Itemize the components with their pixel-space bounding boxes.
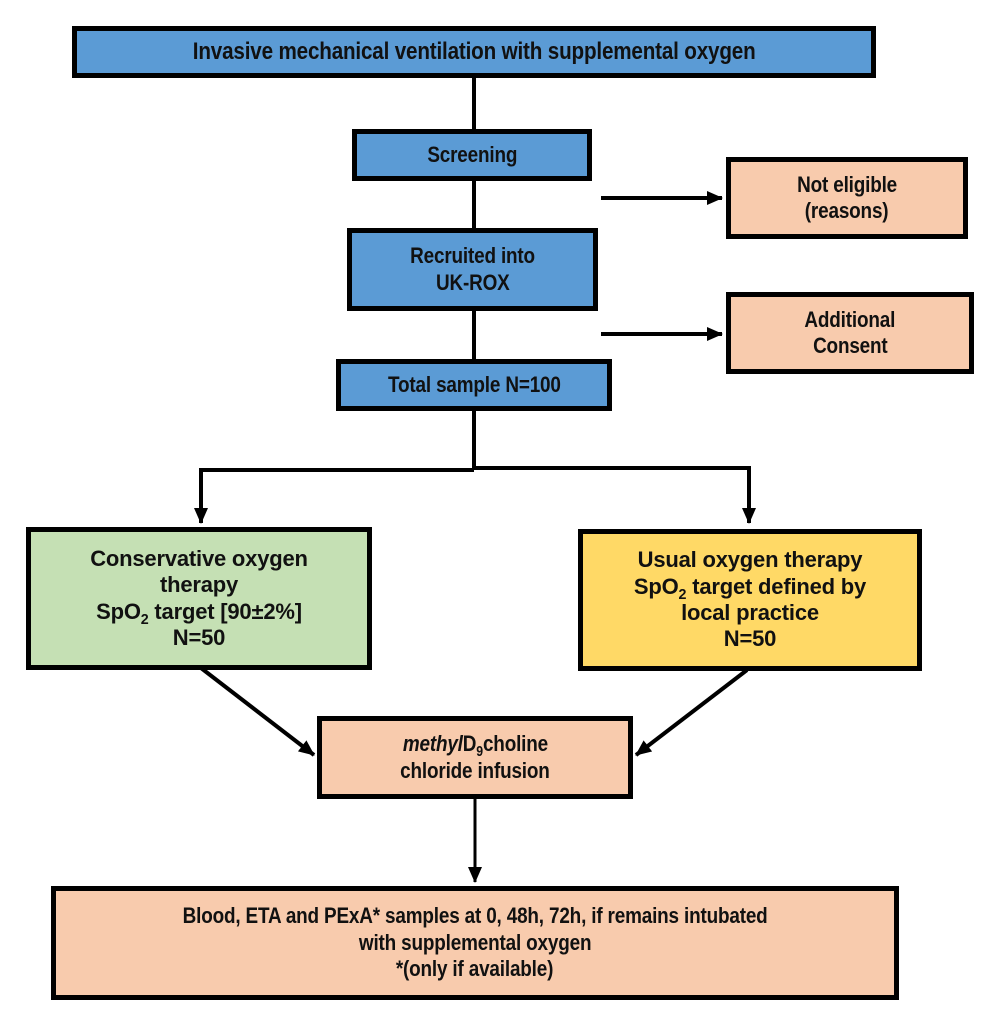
edge-conservative-infusion	[199, 666, 316, 757]
d9-subscript: 9	[475, 744, 483, 761]
spo2-target-text: target [90±2%]	[148, 598, 302, 624]
node-not-eligible: Not eligible (reasons)	[726, 157, 968, 239]
node-total-sample: Total sample N=100	[336, 359, 612, 411]
node-infusion-line2: chloride infusion	[400, 757, 550, 783]
node-samples-line3: *(only if available)	[396, 956, 554, 982]
node-consent-line2: Consent	[812, 333, 888, 358]
spo2-subscript: 2	[678, 586, 687, 603]
node-conservative-line2: therapy	[159, 572, 239, 598]
node-not-eligible-line1: Not eligible	[797, 171, 897, 197]
edge-total-conservative	[194, 468, 474, 524]
node-conservative-therapy: Conservative oxygen therapy SpO2 target …	[26, 527, 372, 670]
node-samples-line1: Blood, ETA and PExA* samples at 0, 48h, …	[182, 903, 768, 929]
edge-usual-infusion	[634, 668, 749, 757]
spo2-target-text: target defined by	[686, 573, 867, 599]
node-infusion-line1: methylD9choline	[402, 731, 548, 761]
node-consent-line1: Additional	[804, 306, 896, 332]
node-total-sample-text: Total sample N=100	[387, 371, 561, 397]
node-samples-line2: with supplemental oxygen	[358, 929, 592, 955]
d-label: D	[462, 731, 476, 757]
node-consent: Additional Consent	[726, 292, 974, 374]
node-usual-line4: N=50	[723, 626, 777, 652]
node-usual-therapy: Usual oxygen therapy SpO2 target defined…	[578, 529, 922, 671]
node-ventilation-text: Invasive mechanical ventilation with sup…	[192, 37, 756, 65]
node-conservative-line3: SpO2 target [90±2%]	[96, 598, 302, 628]
node-samples: Blood, ETA and PExA* samples at 0, 48h, …	[51, 886, 899, 1000]
node-usual-line1: Usual oxygen therapy	[637, 547, 863, 573]
node-not-eligible-line2: (reasons)	[805, 198, 889, 223]
methyl-italic: methyl	[402, 731, 463, 757]
node-conservative-line1: Conservative oxygen	[90, 545, 308, 571]
node-screening: Screening	[352, 129, 592, 181]
node-infusion: methylD9choline chloride infusion	[317, 716, 633, 799]
node-ventilation: Invasive mechanical ventilation with sup…	[72, 26, 876, 78]
spo2-subscript: 2	[140, 611, 149, 628]
spo2-label: SpO	[96, 598, 141, 624]
node-recruited-line1: Recruited into	[410, 243, 535, 269]
node-conservative-line4: N=50	[172, 624, 226, 650]
edge-total-usual	[474, 466, 756, 524]
node-usual-line2: SpO2 target defined by	[633, 573, 867, 603]
spo2-label: SpO	[633, 573, 679, 599]
node-recruited: Recruited into UK-ROX	[347, 228, 598, 311]
node-usual-line3: local practice	[681, 600, 819, 625]
node-screening-text: Screening	[427, 141, 517, 167]
node-recruited-line2: UK-ROX	[435, 269, 510, 295]
choline-text: choline	[482, 731, 548, 757]
